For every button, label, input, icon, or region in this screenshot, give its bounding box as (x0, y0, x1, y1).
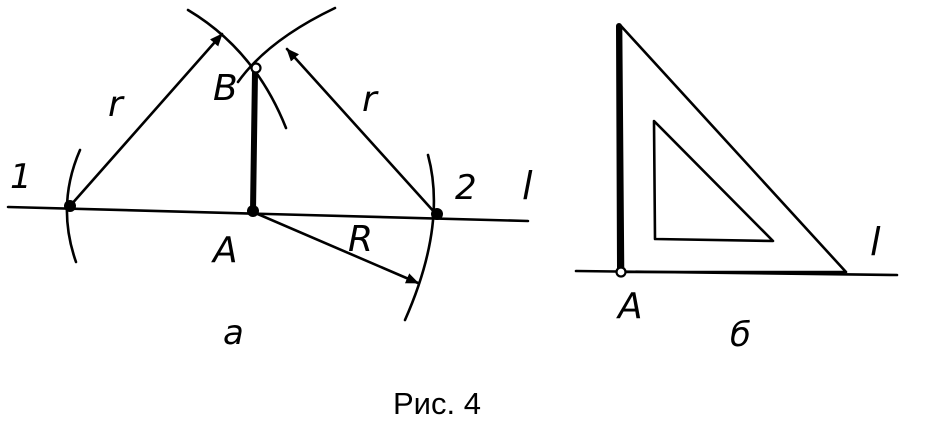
arc-upper-right (236, 6, 337, 84)
radius-r-right (285, 47, 438, 216)
label-point-B: B (213, 68, 238, 109)
label-radius-r-right: r (362, 79, 379, 120)
line-l-a (6, 205, 530, 223)
point-A-b-dot (615, 266, 627, 278)
label-point-A-b: A (616, 286, 643, 327)
figure-a: 1 2 A B r r R l а (6, 6, 533, 353)
figure-caption: Рис. 4 (393, 386, 481, 421)
point-1-dot (64, 200, 76, 212)
label-point-2: 2 (455, 168, 477, 208)
arc-upper-left (186, 8, 288, 130)
label-point-A: A (211, 230, 238, 271)
label-point-1: 1 (10, 157, 32, 197)
label-radius-r-left: r (108, 84, 125, 125)
radius-R (251, 210, 420, 285)
label-line-l-b: l (870, 220, 881, 264)
figure-b: A l б (574, 23, 899, 355)
arc-right-point-2 (403, 153, 436, 322)
sublabel-b: б (730, 315, 751, 355)
label-line-l-a: l (522, 164, 533, 208)
label-radius-R: R (348, 219, 373, 260)
radius-r-left (68, 32, 224, 208)
point-B-dot (250, 62, 262, 74)
perpendicular-AB (250, 69, 258, 214)
set-square-inner (652, 119, 775, 243)
sublabel-a: а (223, 313, 244, 353)
perpendicular-b (616, 23, 623, 271)
point-2-dot (431, 208, 443, 220)
point-A-dot (247, 205, 259, 217)
